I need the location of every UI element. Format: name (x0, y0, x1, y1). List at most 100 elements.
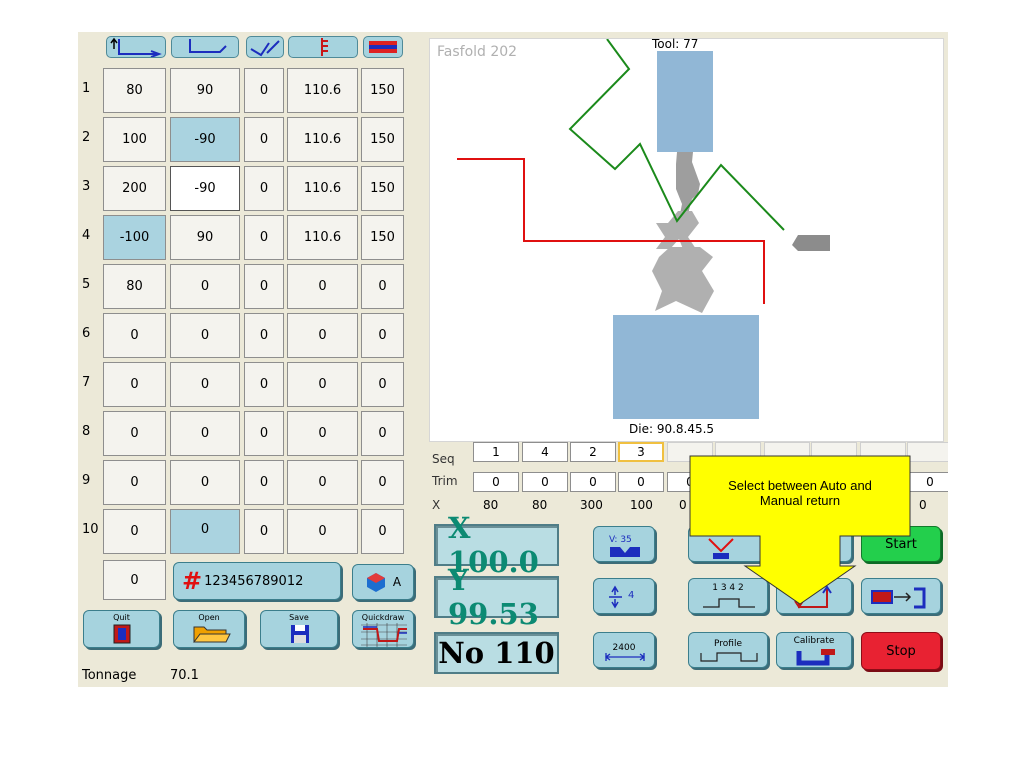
table-cell[interactable]: 0 (244, 215, 284, 260)
table-cell[interactable]: 0 (170, 411, 240, 456)
table-cell[interactable]: -90 (170, 117, 240, 162)
trim-cell[interactable]: 0 (907, 472, 948, 492)
table-cell[interactable]: 0 (103, 362, 166, 407)
table-cell[interactable]: 0 (361, 362, 404, 407)
table-cell[interactable]: -90 (170, 166, 240, 211)
program-name-label: Fasfold 202 (437, 44, 518, 60)
crowning-header-icon[interactable] (246, 36, 284, 58)
seq-empty-cell[interactable] (907, 442, 948, 462)
trim-cell[interactable]: 0 (522, 472, 568, 492)
seq-cell[interactable]: 1 (473, 442, 519, 462)
table-cell[interactable]: 0 (361, 313, 404, 358)
table-cell[interactable]: 0 (361, 509, 404, 554)
bend-angle-header-icon[interactable] (171, 36, 239, 58)
table-cell[interactable]: 0 (103, 460, 166, 505)
x-position-readout: X 100.0 (434, 511, 559, 579)
row-number: 2 (82, 130, 91, 145)
stop-button[interactable]: Stop (861, 632, 941, 670)
table-cell[interactable]: 0 (244, 166, 284, 211)
mode-label: A (392, 575, 402, 589)
calibrate-label: Calibrate (793, 636, 835, 646)
table-cell[interactable]: 100 (103, 117, 166, 162)
table-cell[interactable]: 0 (287, 264, 358, 309)
transfer-button[interactable] (861, 578, 941, 614)
trim-cell[interactable]: 0 (473, 472, 519, 492)
tool-header-icon[interactable] (363, 36, 403, 58)
quit-button[interactable]: Quit (83, 610, 160, 648)
trim-cell[interactable]: 0 (618, 472, 664, 492)
table-cell[interactable]: 90 (170, 68, 240, 113)
y-depth-header-icon[interactable] (288, 36, 358, 58)
table-cell[interactable]: 0 (244, 68, 284, 113)
y-position-readout: Y 99.53 (434, 563, 559, 631)
length-button[interactable]: 2400 (593, 632, 655, 668)
seq-cell[interactable]: 4 (522, 442, 568, 462)
table-cell[interactable]: 0 (170, 264, 240, 309)
table-cell[interactable]: -100 (103, 215, 166, 260)
program-number-button[interactable]: # 123456789012 (173, 562, 341, 600)
x-row-label: X (432, 498, 441, 512)
table-cell[interactable]: 0 (170, 509, 240, 554)
table-cell[interactable]: 0 (361, 460, 404, 505)
row-number: 4 (82, 228, 91, 243)
bend-order-label: 1 3 4 2 (712, 583, 744, 593)
table-cell[interactable]: 0 (103, 313, 166, 358)
table-cell[interactable]: 80 (103, 68, 166, 113)
table-cell[interactable]: 200 (103, 166, 166, 211)
save-button[interactable]: Save (260, 610, 338, 648)
table-cell[interactable]: 150 (361, 117, 404, 162)
table-cell[interactable]: 110.6 (287, 117, 358, 162)
table-cell[interactable]: 150 (361, 166, 404, 211)
seq-label: Seq (432, 452, 455, 466)
row-number: 6 (82, 326, 91, 341)
open-button[interactable]: Open (173, 610, 245, 648)
table-cell[interactable]: 110.6 (287, 215, 358, 260)
calibrate-button[interactable]: Calibrate (776, 632, 852, 668)
table-cell[interactable]: 0 (244, 460, 284, 505)
profile-button[interactable]: Profile (688, 632, 768, 668)
quickdraw-grid-icon (361, 623, 407, 647)
table-cell[interactable]: 110.6 (287, 68, 358, 113)
die-icon (610, 547, 640, 557)
table-cell[interactable]: 0 (244, 313, 284, 358)
table-cell[interactable]: 150 (361, 215, 404, 260)
table-cell[interactable]: 110.6 (287, 166, 358, 211)
seq-cell[interactable]: 3 (618, 442, 664, 462)
table-cell[interactable]: 90 (170, 215, 240, 260)
cube-icon (366, 573, 385, 592)
bottom-value-cell[interactable]: 0 (103, 560, 166, 600)
trim-cell[interactable]: 0 (570, 472, 616, 492)
bend-simulation-drawing (457, 39, 830, 419)
table-cell[interactable]: 0 (170, 460, 240, 505)
table-cell[interactable]: 0 (244, 264, 284, 309)
folder-open-icon (193, 626, 231, 643)
tonnage-value: 70.1 (170, 668, 199, 683)
table-cell[interactable]: 0 (244, 362, 284, 407)
table-cell[interactable]: 0 (103, 411, 166, 456)
table-cell[interactable]: 0 (287, 362, 358, 407)
table-cell[interactable]: 0 (103, 509, 166, 554)
table-cell[interactable]: 0 (287, 460, 358, 505)
table-cell[interactable]: 150 (361, 68, 404, 113)
table-cell[interactable]: 0 (361, 264, 404, 309)
length-arrow-icon (604, 653, 646, 661)
mode-button[interactable]: A (352, 564, 414, 600)
table-cell[interactable]: 0 (287, 411, 358, 456)
die-label: Die: 90.8.45.5 (629, 422, 715, 436)
table-cell[interactable]: 0 (170, 362, 240, 407)
table-cell[interactable]: 80 (103, 264, 166, 309)
table-cell[interactable]: 0 (361, 411, 404, 456)
table-cell[interactable]: 0 (287, 509, 358, 554)
backstop-count-button[interactable]: 4 (593, 578, 655, 614)
x-dimension-header-icon[interactable] (106, 36, 166, 58)
table-cell[interactable]: 0 (244, 411, 284, 456)
table-cell[interactable]: 0 (244, 117, 284, 162)
v-opening-button[interactable]: V: 35 (593, 526, 655, 562)
calibrate-icon (796, 649, 835, 666)
seq-cell[interactable]: 2 (570, 442, 616, 462)
table-cell[interactable]: 0 (170, 313, 240, 358)
table-cell[interactable]: 0 (287, 313, 358, 358)
quickdraw-button[interactable]: Quickdraw (352, 610, 414, 648)
bend-order-button[interactable]: 1 3 4 2 (688, 578, 768, 614)
table-cell[interactable]: 0 (244, 509, 284, 554)
